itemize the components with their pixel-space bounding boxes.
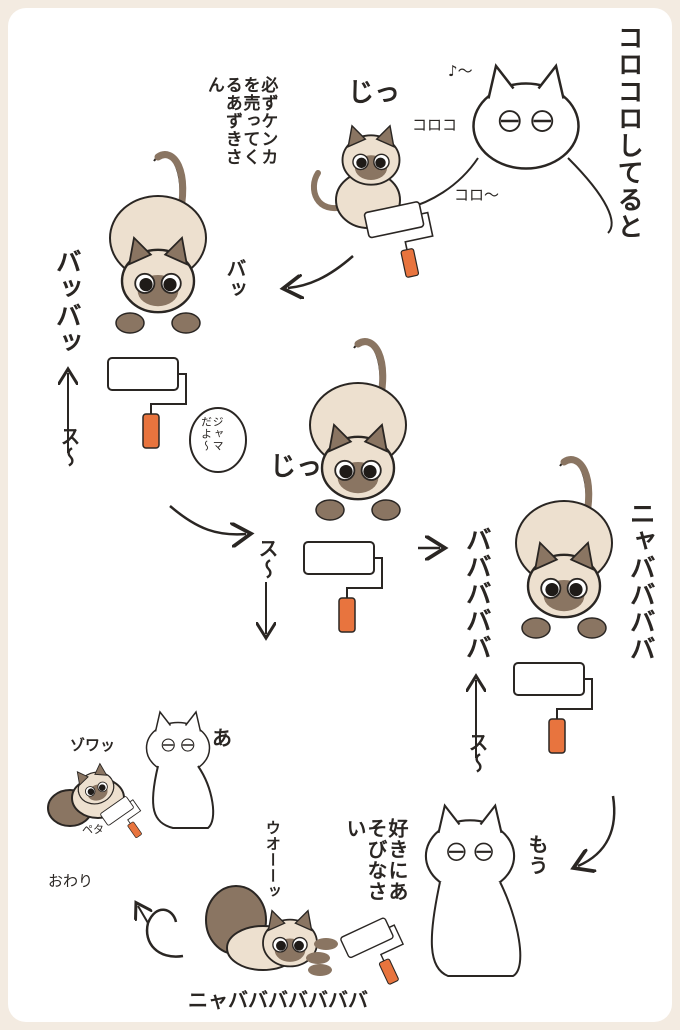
motion-text-3: ス〜 — [255, 538, 279, 580]
roller-panel4 — [513, 662, 593, 754]
siamese-cat-attacking — [205, 885, 338, 976]
arrow-1 — [288, 255, 354, 288]
speech-play-freely: 好きにあそびなさい — [343, 818, 409, 902]
arrow-5 — [145, 908, 184, 958]
sfx-peta: ペタ — [82, 823, 104, 836]
sfx-nyababa: ニャババババ — [625, 500, 656, 662]
caption-text: 必ずケンカを売ってくるあずきさん — [203, 76, 278, 166]
sfx-bat-right: バッ — [223, 258, 247, 300]
sfx-nyabababa-bottom: ニャバババババババ — [188, 988, 368, 1012]
roller-panel3 — [303, 541, 383, 633]
ending-text: おわり — [48, 872, 94, 890]
siamese-cat-panel2 — [110, 155, 206, 333]
roller-panel1 — [363, 199, 441, 285]
speech-jama: ジャマだよ〜 — [199, 416, 225, 452]
sfx-stare-1: じっ — [348, 78, 401, 108]
siamese-cat-panel4 — [516, 460, 612, 638]
narration-text: コロコロしてると — [613, 24, 644, 240]
sfx-bababa: バババババ — [461, 526, 492, 661]
speech-mou: もう — [525, 834, 549, 876]
white-cat-rolling — [407, 64, 613, 234]
roll-sound-2: コロ〜 — [454, 186, 500, 204]
motion-text-4: ス〜 — [465, 732, 489, 774]
speech-bubble-panel2 — [189, 407, 247, 473]
sfx-zowa: ゾワッ — [70, 736, 116, 754]
arrow-4 — [578, 795, 616, 866]
sfx-uo: ウオーーッ — [263, 820, 282, 900]
hum-text: ♪〜 — [448, 62, 473, 80]
arrow-2 — [169, 505, 246, 534]
white-cat-sitting-panel5 — [424, 804, 522, 977]
exclaim-a: あ — [212, 726, 232, 750]
roller-panel5 — [339, 914, 417, 996]
sfx-bat-left: バッバッ — [51, 248, 82, 356]
motion-text-2: ス〜 — [57, 426, 81, 468]
white-cat-panel6 — [145, 711, 215, 829]
roll-sound-1: コロコ — [412, 116, 458, 134]
comic-panel: コロコロしてると じっ コロコ コロ〜 ♪〜 必ずケンカを売ってくるあずきさん … — [8, 8, 672, 1022]
roller-panel2 — [107, 357, 187, 449]
siamese-cat-panel3 — [310, 342, 406, 520]
sfx-stare-2: じっ — [270, 452, 323, 482]
comic-artwork — [47, 64, 672, 996]
